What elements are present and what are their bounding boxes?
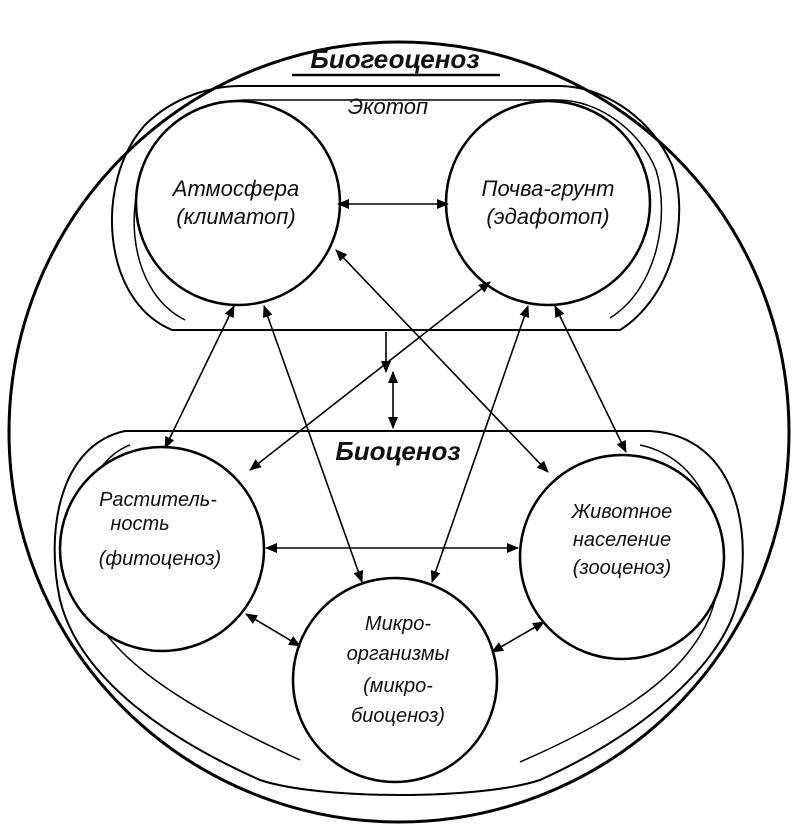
microbes-label-2: организмы (347, 643, 450, 665)
atmosphere-label-2: (климатоп) (176, 204, 295, 229)
animals-label-2: население (573, 529, 671, 551)
animals-label-3: (зооценоз) (573, 557, 671, 579)
microbes-label-4: биоценоз) (351, 705, 445, 727)
atmosphere-label-1: Атмосфера (171, 176, 299, 201)
arrow-atmosphere-microbes (262, 305, 364, 583)
arrow-soil-animals (554, 305, 627, 453)
animals-label-1: Животное (571, 501, 673, 523)
arrow-soil-microbes (430, 305, 530, 583)
microbes-node (291, 576, 499, 784)
plants-label-3: (фитоценоз) (99, 548, 221, 570)
biocenosis-label: Биоценоз (335, 436, 460, 466)
ecotope-label: Экотоп (348, 94, 428, 119)
soil-label-2: (эдафотоп) (486, 204, 609, 229)
soil-label-1: Почва-грунт (482, 176, 615, 201)
ecotope-region (111, 85, 681, 331)
soil-node (444, 99, 652, 307)
atmosphere-node (134, 99, 342, 307)
arrow-plants-microbes (245, 613, 301, 647)
arrows (164, 199, 627, 653)
arrow-plants-atmosphere (164, 305, 235, 449)
plants-label-1: Раститель- (99, 489, 217, 511)
diagram-title: Биогеоценоз (310, 44, 479, 74)
microbes-label-3: (микро- (363, 675, 433, 697)
plants-label-2: ность (110, 513, 169, 535)
arrow-animals-microbes (491, 621, 545, 653)
biocenosis-region (53, 430, 744, 796)
ecotope-inner-outline (133, 99, 663, 321)
outer-circle (7, 40, 791, 824)
microbes-label-1: Микро- (365, 613, 431, 635)
